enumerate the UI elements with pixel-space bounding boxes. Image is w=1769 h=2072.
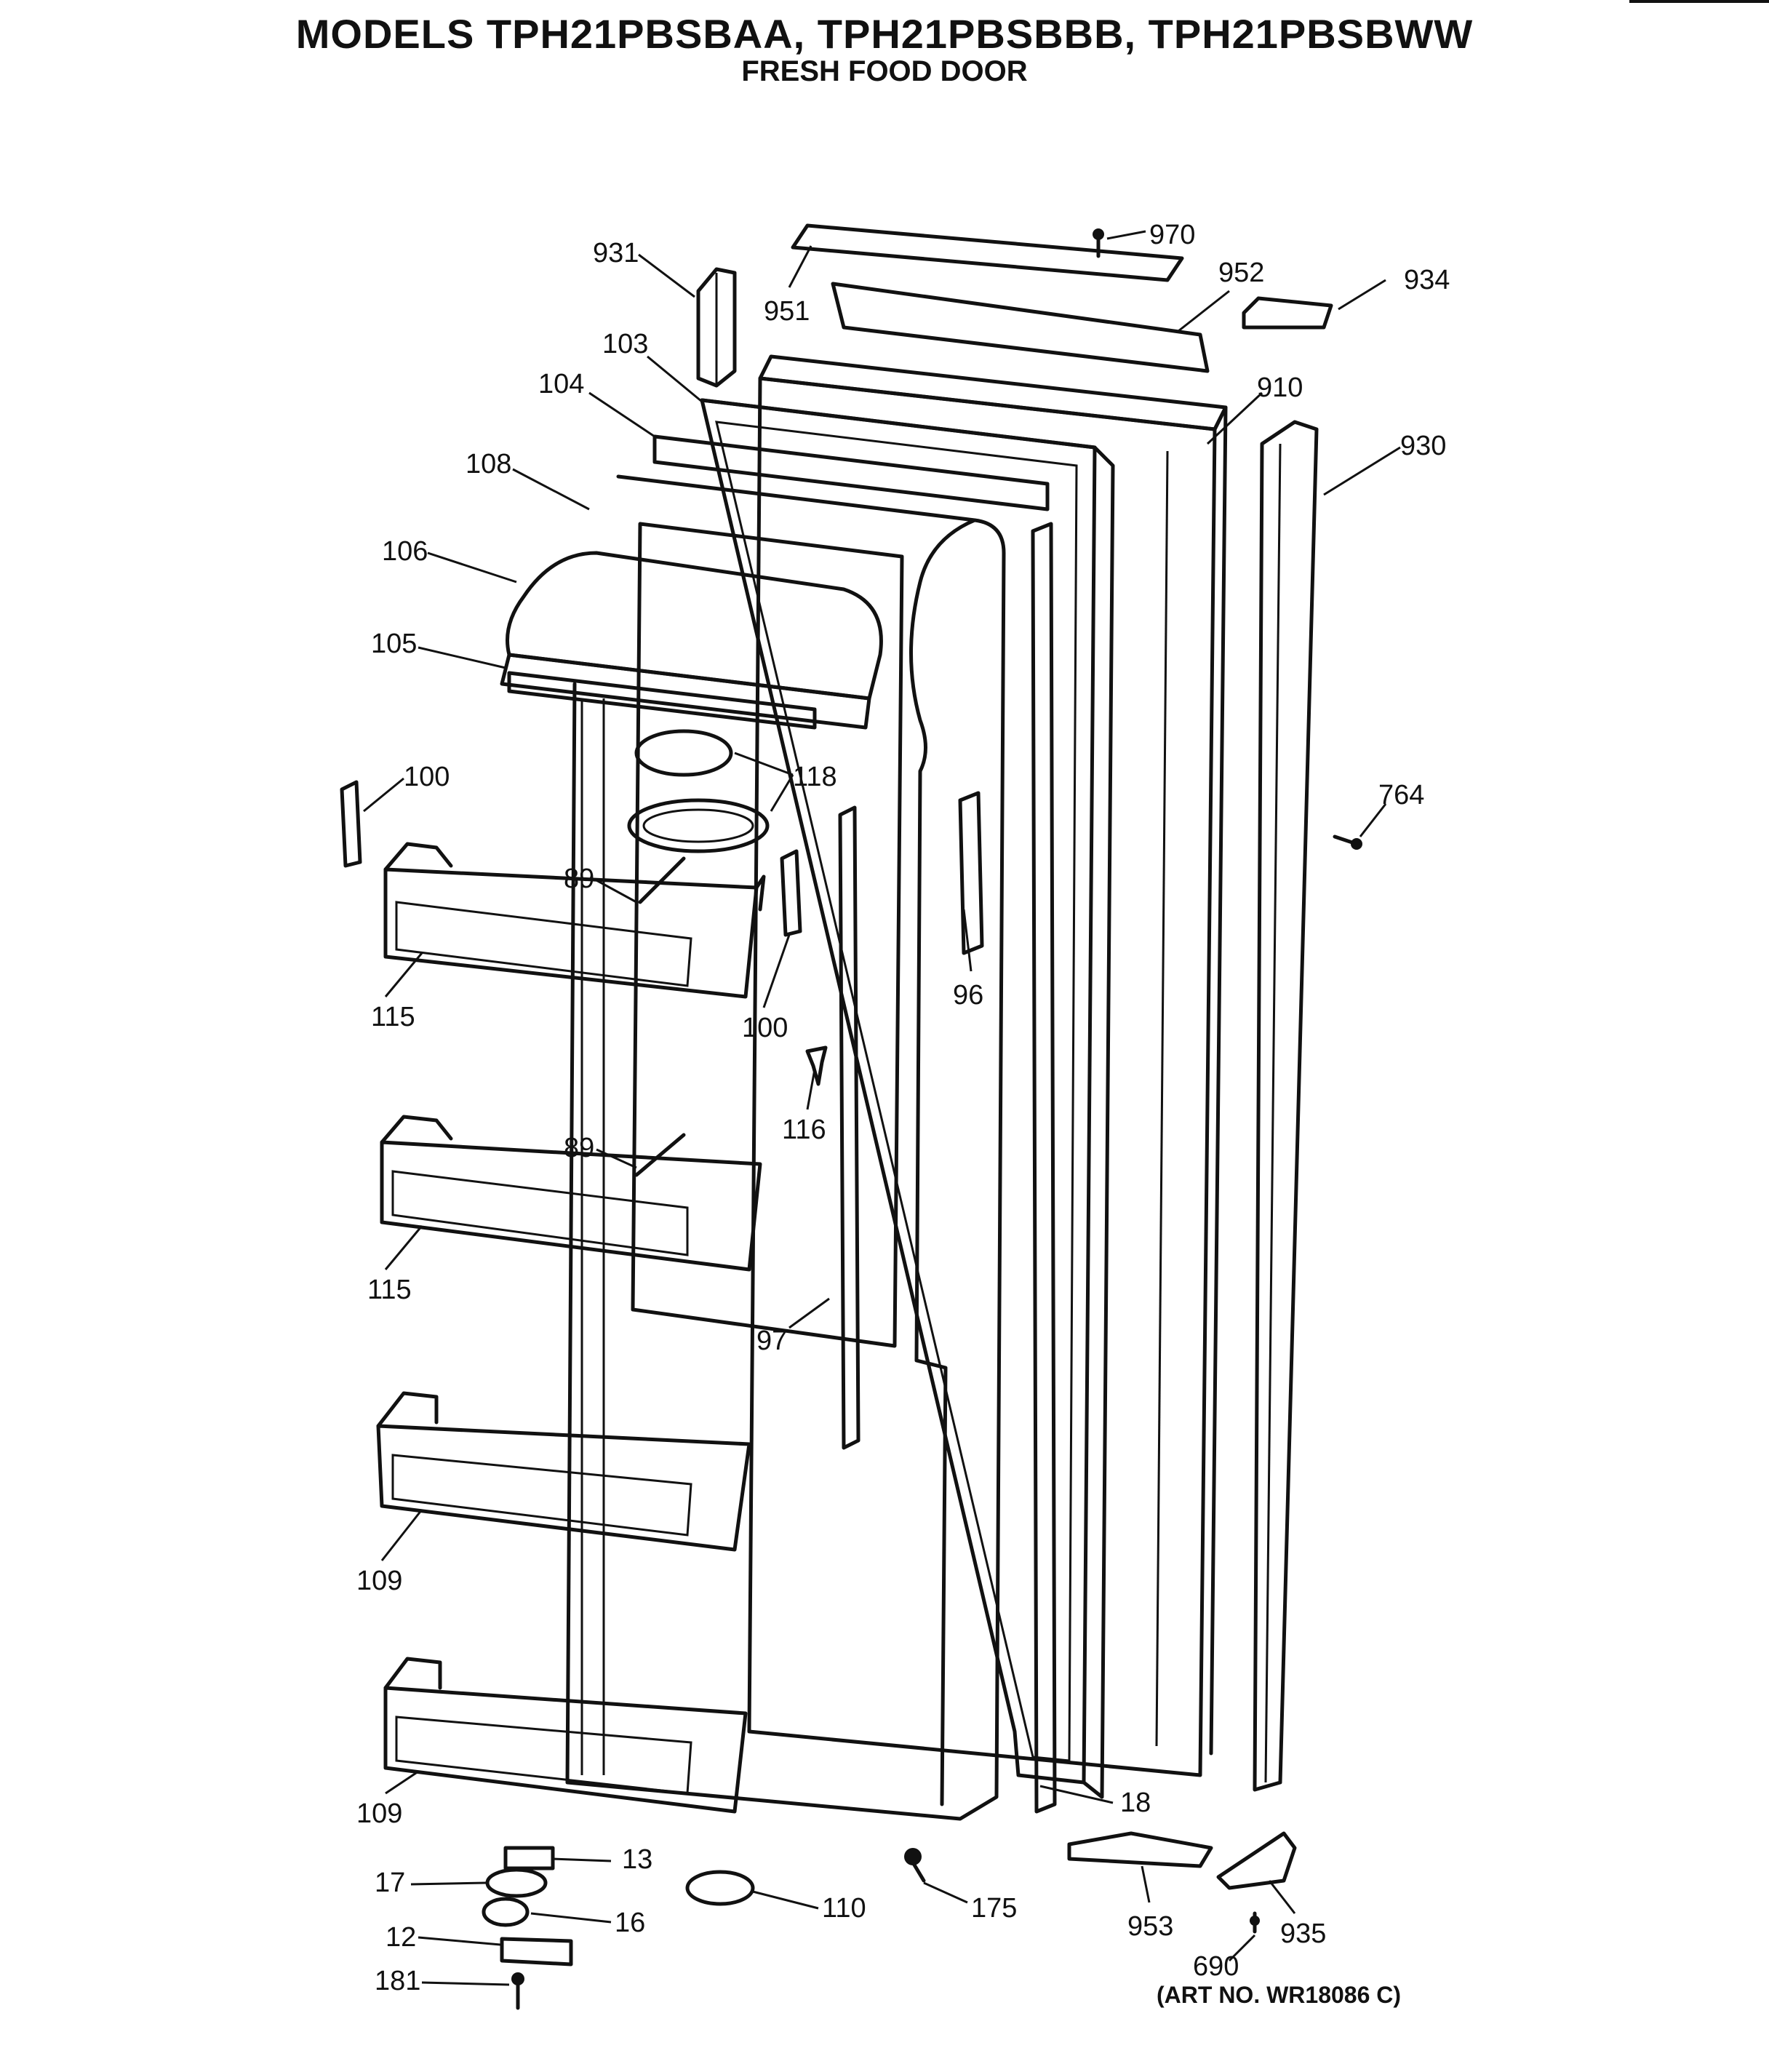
shelf-support-left — [340, 780, 362, 868]
callout-181: 181 — [375, 1966, 420, 1996]
door-shelf-bin-lower — [380, 1115, 762, 1272]
bottom-hinge-parts — [482, 1846, 573, 2010]
callout-100-left: 100 — [404, 762, 450, 792]
callout-952: 952 — [1218, 258, 1264, 288]
door-outer-panel — [747, 354, 1228, 1777]
dairy-compartment — [500, 551, 883, 730]
callout-labels: 970 931 951 952 934 103 910 104 930 108 … — [356, 220, 1450, 1996]
top-hinge-block — [1242, 296, 1333, 330]
callout-109-upper: 109 — [356, 1566, 402, 1596]
callout-930: 930 — [1400, 431, 1446, 461]
butter-dish — [627, 729, 770, 853]
callout-953: 953 — [1127, 1911, 1173, 1942]
callout-89-upper: 89 — [564, 864, 594, 894]
callout-115-lower: 115 — [367, 1275, 412, 1305]
callout-931: 931 — [593, 238, 639, 268]
callout-108: 108 — [466, 449, 511, 479]
callout-690: 690 — [1193, 1951, 1239, 1982]
callout-175: 175 — [971, 1893, 1017, 1924]
callout-105: 105 — [371, 629, 417, 659]
bottom-hinge-935 — [1216, 1831, 1297, 1890]
callout-12: 12 — [386, 1922, 416, 1953]
door-bin-upper — [376, 1391, 751, 1552]
screw-970 — [1093, 228, 1104, 258]
callout-96: 96 — [953, 980, 983, 1011]
callout-18: 18 — [1120, 1788, 1151, 1818]
callout-103: 103 — [602, 329, 648, 359]
screw-764 — [1333, 834, 1362, 850]
hinge-cover — [696, 267, 737, 388]
callout-109-lower: 109 — [356, 1798, 402, 1829]
callout-97: 97 — [756, 1326, 787, 1356]
bushing-110 — [685, 1870, 755, 1906]
screw-175 — [904, 1848, 926, 1883]
callout-934: 934 — [1404, 265, 1450, 295]
door-trim-strip — [1253, 420, 1319, 1792]
page-title: MODELS TPH21PBSBAA, TPH21PBSBBB, TPH21PB… — [295, 11, 1474, 57]
callout-116: 116 — [782, 1115, 826, 1145]
corner-rule — [1629, 0, 1769, 3]
callout-951: 951 — [764, 296, 810, 327]
leader-lines — [363, 230, 1401, 1986]
shelf-support-right — [780, 849, 802, 937]
door-shelf-bin-upper — [383, 842, 766, 999]
callout-970: 970 — [1149, 220, 1195, 250]
callout-100-right: 100 — [742, 1013, 788, 1043]
top-cap — [791, 223, 1210, 373]
art-number: (ART NO. WR18086 C) — [1157, 1982, 1402, 2008]
callout-115-upper: 115 — [371, 1002, 415, 1032]
callout-104: 104 — [538, 369, 584, 399]
door-liner — [565, 474, 1006, 1821]
callout-17: 17 — [375, 1868, 405, 1898]
callout-110: 110 — [822, 1893, 866, 1924]
bottom-cap-953 — [1067, 1831, 1213, 1868]
clip — [805, 1045, 828, 1086]
top-trim — [652, 434, 1050, 511]
callout-106: 106 — [382, 536, 428, 567]
callout-118: 118 — [793, 762, 837, 792]
screw-690 — [1250, 1911, 1260, 1934]
callout-13: 13 — [622, 1844, 652, 1875]
callout-935: 935 — [1280, 1918, 1326, 1949]
callout-764: 764 — [1378, 780, 1424, 810]
callout-910: 910 — [1257, 372, 1303, 403]
page-subtitle: FRESH FOOD DOOR — [741, 55, 1028, 87]
door-bin-lower — [383, 1657, 748, 1814]
mullion-strips — [838, 522, 1057, 1814]
door-gasket — [700, 398, 1115, 1799]
callout-16: 16 — [615, 1908, 645, 1938]
callout-89-lower: 89 — [564, 1133, 594, 1163]
